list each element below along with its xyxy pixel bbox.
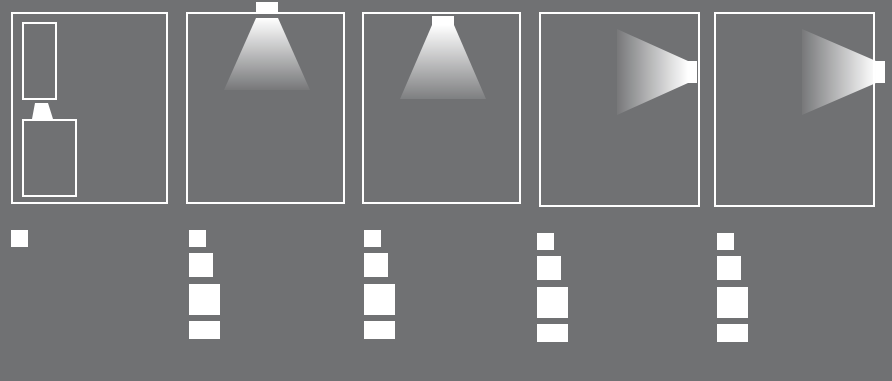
cube-4 xyxy=(717,324,748,342)
cube-3 xyxy=(364,284,395,315)
top-lamp-icon xyxy=(432,16,454,25)
panel-1 xyxy=(11,12,168,204)
panel-3 xyxy=(362,12,521,204)
cube-2 xyxy=(364,253,388,277)
downward-light-beam xyxy=(364,14,523,206)
cube-2 xyxy=(717,256,741,280)
leftward-light-beam xyxy=(541,14,702,209)
cube-3 xyxy=(189,284,220,315)
cube-1 xyxy=(11,230,28,247)
right-lamp-icon xyxy=(876,61,885,83)
cube-3 xyxy=(537,287,568,318)
leftward-light-beam xyxy=(716,14,877,209)
cube-2 xyxy=(189,253,213,277)
cube-4 xyxy=(189,321,220,339)
cube-4 xyxy=(364,321,395,339)
cube-4 xyxy=(537,324,568,342)
cube-1 xyxy=(364,230,381,247)
panel-2 xyxy=(186,12,345,204)
cube-1 xyxy=(189,230,206,247)
panel-4 xyxy=(539,12,700,207)
downward-light-beam xyxy=(188,14,347,206)
top-lamp-icon xyxy=(256,2,278,12)
lamp-shade-icon xyxy=(13,14,170,206)
cube-1 xyxy=(537,233,554,250)
cube-2 xyxy=(537,256,561,280)
cube-1 xyxy=(717,233,734,250)
cube-3 xyxy=(717,287,748,318)
panel-5 xyxy=(714,12,875,207)
right-lamp-icon xyxy=(688,61,697,83)
